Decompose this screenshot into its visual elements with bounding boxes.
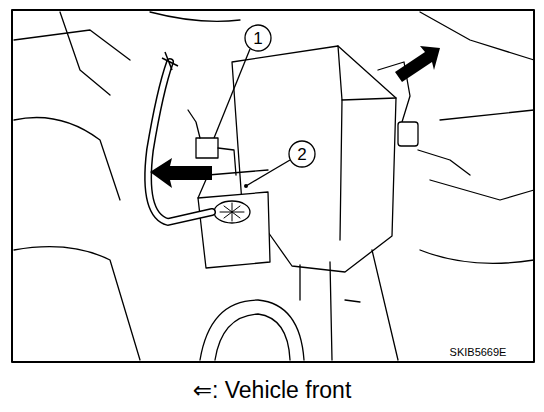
tank-edge <box>340 100 342 240</box>
callout-circle <box>245 25 271 51</box>
hose <box>148 62 212 222</box>
filler-cap <box>220 203 244 221</box>
level-switch-connector <box>196 138 218 158</box>
direction-arrow <box>395 46 440 82</box>
callout-number: 2 <box>297 146 306 163</box>
tank-edge <box>338 46 396 100</box>
leader-dot <box>244 184 248 188</box>
tank-lower <box>198 192 270 268</box>
body-panel <box>60 12 110 95</box>
harness-plug <box>398 122 418 146</box>
body-panel <box>150 12 240 21</box>
bracket <box>345 300 360 302</box>
body-panel <box>14 118 120 201</box>
leader-line <box>214 49 250 138</box>
hose-clamp <box>162 52 178 70</box>
body-panel <box>440 110 534 120</box>
orientation-note: ⇐: Vehicle front <box>193 379 352 402</box>
filler-cap <box>214 201 250 223</box>
direction-arrow <box>150 158 212 188</box>
body-panel <box>420 250 534 263</box>
leader-line <box>246 160 290 186</box>
body-panel <box>14 247 140 360</box>
figure-code: SKIB5669E <box>450 347 507 358</box>
level-switch <box>218 148 236 175</box>
figure-frame <box>12 10 534 362</box>
pulley <box>215 314 290 360</box>
pulley <box>200 300 304 360</box>
connector-wire <box>188 110 200 138</box>
harness-wire <box>418 150 470 175</box>
bracket <box>300 250 398 360</box>
callout-circle <box>289 141 315 167</box>
hose <box>148 62 212 222</box>
body-panel <box>430 180 534 200</box>
callout-number: 1 <box>253 30 262 47</box>
